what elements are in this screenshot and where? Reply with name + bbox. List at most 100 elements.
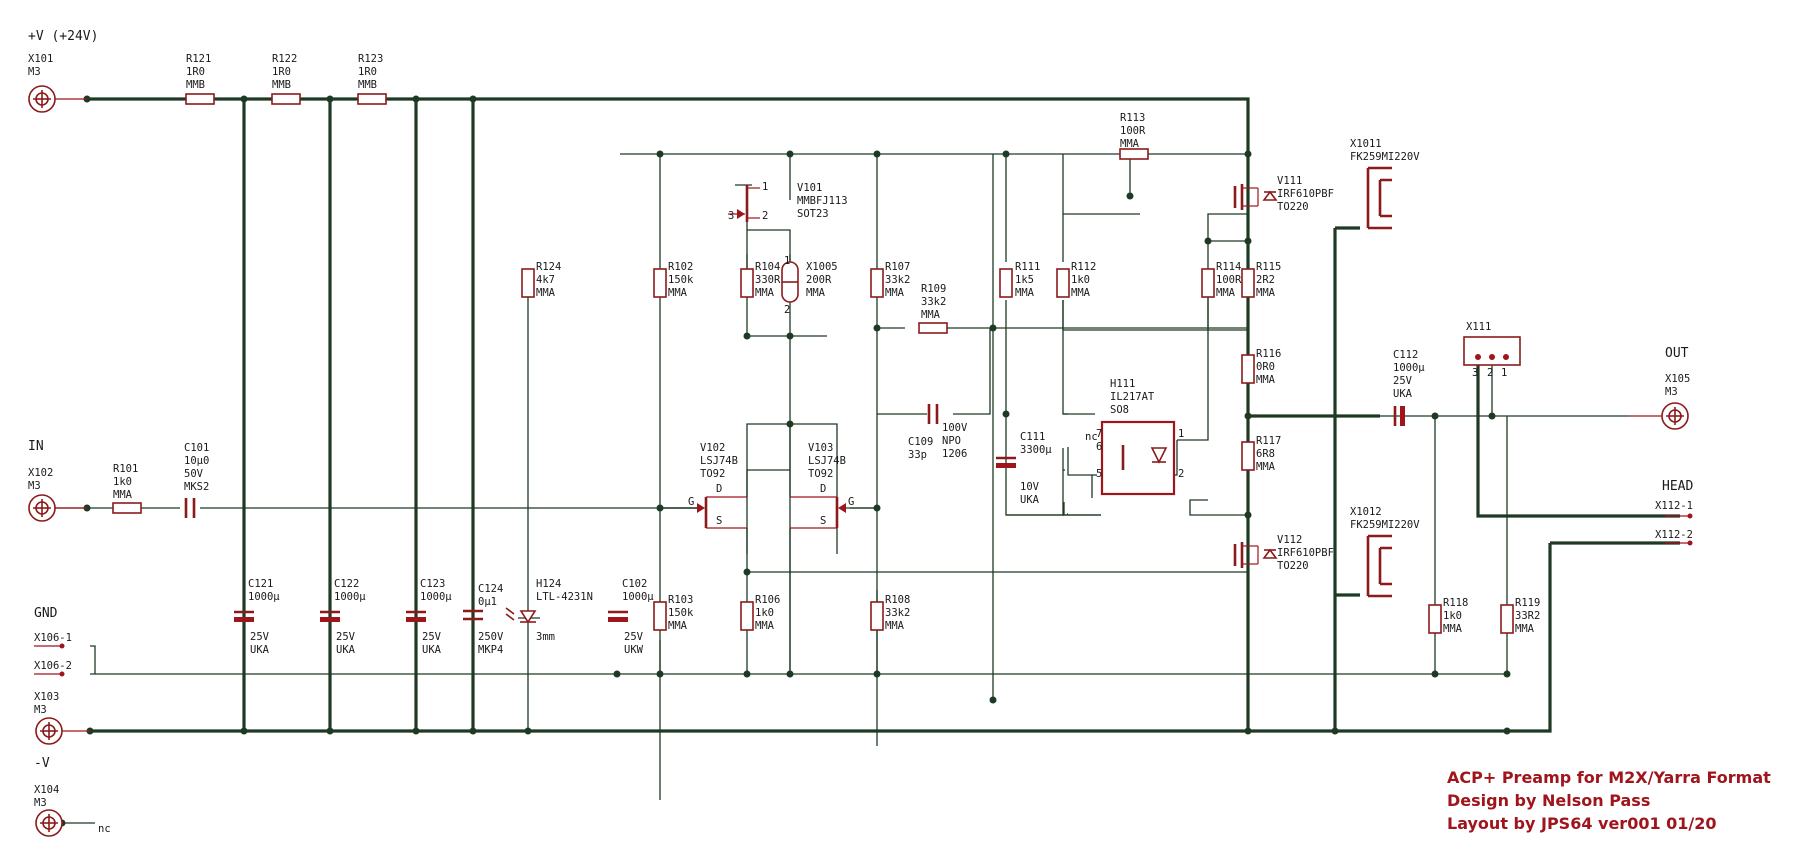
mosfet-v111 — [1233, 184, 1278, 210]
resistor-r102 — [653, 268, 667, 298]
terminal-x103 — [35, 717, 63, 745]
rail-labels: +V (+24V) IN GND -V OUT HEAD nc nc — [28, 29, 1693, 835]
resistor-r107 — [870, 268, 884, 298]
pin-h111-1: 1 — [1178, 428, 1184, 440]
resistor-r118 — [1428, 604, 1442, 634]
capacitor-c124 — [463, 609, 483, 621]
capacitor-c102 — [606, 610, 630, 624]
jfet-v103 — [790, 496, 846, 529]
pin-x1005-2: 2 — [784, 304, 790, 316]
val-h124: 3mm — [536, 631, 555, 643]
pin-x111-3: 3 — [1472, 367, 1478, 379]
resistor-r106 — [740, 601, 754, 631]
capacitor-c109 — [927, 404, 939, 424]
capacitor-c112 — [1393, 406, 1405, 426]
label-nc-h111: nc — [1085, 431, 1098, 443]
label-nc-x104: nc — [98, 823, 111, 835]
capacitor-c101 — [184, 498, 196, 518]
ref-x106-2: X106-2 — [34, 660, 72, 672]
resistor-r124 — [521, 268, 535, 298]
pin-x1005-1: 1 — [784, 255, 790, 267]
resistor-r113 — [1119, 148, 1149, 160]
mosfet-v112 — [1233, 542, 1278, 568]
title-line-2: Design by Nelson Pass — [1447, 791, 1650, 810]
pin-v102-d: D — [716, 483, 722, 495]
pin-h111-6: 6 — [1096, 441, 1102, 453]
resistor-r108 — [870, 601, 884, 631]
pin-v101-3: 3 — [728, 210, 734, 222]
label-vminus: -V — [34, 756, 50, 771]
pin-h111-7: 7 — [1096, 428, 1102, 440]
pin-v102-g: G — [688, 496, 694, 508]
title-block: ACP+ Preamp for M2X/Yarra Format Design … — [1447, 768, 1771, 833]
title-line-3: Layout by JPS64 ver001 01/20 — [1447, 814, 1717, 833]
resistor-r116 — [1241, 354, 1255, 384]
terminal-x102 — [28, 494, 56, 522]
resistor-r112 — [1056, 268, 1070, 298]
pin-v103-g: G — [848, 496, 854, 508]
pin-numbers: 1 2 3 1 2 G D S G D S 7 6 5 1 2 3 2 1 — [688, 181, 1507, 527]
pin-v103-d: D — [820, 483, 826, 495]
resistor-r117 — [1241, 441, 1255, 471]
pin-h111-2: 2 — [1178, 468, 1184, 480]
optocoupler-h111 — [1100, 420, 1176, 496]
pin-h111-5: 5 — [1096, 468, 1102, 480]
pin-x111-2: 2 — [1487, 367, 1493, 379]
resistor-r119 — [1500, 604, 1514, 634]
label-gnd: GND — [34, 606, 58, 621]
resistor-r115 — [1241, 268, 1255, 298]
pin-x111-1: 1 — [1501, 367, 1507, 379]
capacitors — [184, 404, 1405, 624]
signal-wires — [55, 153, 1630, 824]
resistor-r114 — [1201, 268, 1215, 298]
pin-v102-s: S — [716, 515, 722, 527]
resistor-r122 — [271, 93, 301, 105]
label-head: HEAD — [1662, 479, 1693, 494]
connector-x111 — [1463, 336, 1521, 366]
resistor-r104 — [740, 268, 754, 298]
label-in: IN — [28, 439, 44, 454]
pin-v101-1: 1 — [762, 181, 768, 193]
label-vplus: +V (+24V) — [28, 29, 98, 44]
terminal-x101 — [28, 85, 56, 113]
